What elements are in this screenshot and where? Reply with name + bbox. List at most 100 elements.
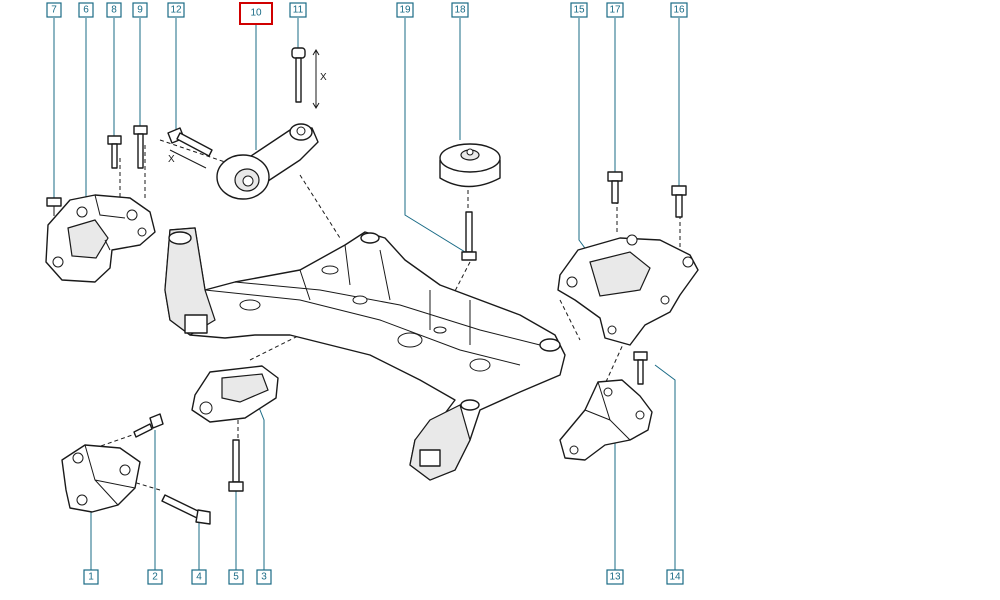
- dash-line: [299, 174, 341, 239]
- callout-6[interactable]: 6: [78, 2, 94, 18]
- callout-box: [606, 2, 624, 18]
- bolt-9: [133, 125, 148, 169]
- subframe-hole: [321, 265, 339, 275]
- bolt-shank: [611, 180, 619, 204]
- bracket-13-body: [559, 379, 653, 461]
- subframe-mount-pad: [419, 449, 441, 467]
- bolt-16: [671, 185, 687, 218]
- bracket-13-hole: [635, 410, 645, 420]
- bolt-head: [228, 481, 244, 492]
- engine-mount-bracket-6: [45, 194, 156, 283]
- subframe-hole: [469, 358, 491, 372]
- bolt-shank: [111, 143, 118, 169]
- bracket-1-hole: [72, 452, 84, 464]
- callout-8[interactable]: 8: [106, 2, 122, 18]
- callout-13[interactable]: 13: [606, 569, 624, 585]
- callout-9[interactable]: 9: [132, 2, 148, 18]
- callout-19[interactable]: 19: [396, 2, 414, 18]
- callout-14[interactable]: 14: [666, 569, 684, 585]
- bolt-14: [633, 351, 648, 385]
- dimension-line: [169, 149, 207, 169]
- callout-15[interactable]: 15: [570, 2, 588, 18]
- callout-number: 1: [88, 572, 94, 583]
- callout-box: [396, 2, 414, 18]
- callout-18[interactable]: 18: [451, 2, 469, 18]
- bracket-rubber: [67, 219, 109, 259]
- bolt-head: [195, 509, 211, 525]
- dimension-arrow: [312, 102, 320, 109]
- bolt-head: [291, 47, 306, 59]
- leader-lines: [53, 18, 680, 570]
- round-mount-18: [439, 143, 501, 188]
- bracket-1-hole: [76, 494, 88, 506]
- dimension-arrow: [312, 49, 320, 56]
- bolt-head: [671, 185, 687, 196]
- callout-10[interactable]: 10: [239, 2, 273, 25]
- gearbox-mount-hole: [682, 256, 694, 268]
- bolt-19: [461, 211, 477, 261]
- bracket-1-detail: [84, 444, 136, 506]
- bracket-hole: [76, 206, 88, 218]
- callout-4[interactable]: 4: [191, 569, 207, 585]
- callout-11[interactable]: 11: [289, 2, 307, 18]
- callout-number: 19: [399, 5, 411, 16]
- bolt-head: [46, 197, 62, 207]
- torque-rod-small-hole: [296, 126, 306, 136]
- callout-7[interactable]: 7: [46, 2, 62, 18]
- callout-box: [78, 2, 94, 18]
- callout-number: 16: [673, 5, 685, 16]
- subframe-bushing: [168, 231, 192, 245]
- dash-line: [159, 139, 226, 163]
- callout-box: [451, 2, 469, 18]
- bolt-head: [107, 135, 122, 145]
- bolt-shank: [133, 423, 153, 438]
- subframe-hole: [433, 326, 447, 334]
- callout-number: 13: [609, 572, 621, 583]
- leader-3: [257, 404, 265, 570]
- subframe-crossmember-line: [204, 289, 521, 366]
- callout-box: [606, 569, 624, 585]
- gearbox-mount-hole: [626, 234, 638, 246]
- torque-rod-bushing-hole: [242, 175, 254, 187]
- bolt-shank: [232, 439, 240, 483]
- callout-number: 6: [83, 5, 89, 16]
- callout-16[interactable]: 16: [670, 2, 688, 18]
- callout-number: 5: [233, 572, 239, 583]
- dash-line: [439, 261, 471, 321]
- bolt-shank: [637, 359, 644, 385]
- subframe-bushing: [360, 232, 380, 244]
- callout-box: [191, 569, 207, 585]
- dash-line: [559, 299, 581, 341]
- callout-5[interactable]: 5: [228, 569, 244, 585]
- callout-number: 3: [261, 572, 267, 583]
- callout-17[interactable]: 17: [606, 2, 624, 18]
- subframe-bushing: [460, 399, 480, 411]
- subframe-outline: [164, 227, 566, 481]
- round-mount-stud: [466, 148, 474, 156]
- bolt-head: [633, 351, 648, 361]
- callout-number: 18: [454, 5, 466, 16]
- bolt-shank: [465, 211, 473, 253]
- leader-14: [654, 364, 676, 570]
- callout-12[interactable]: 12: [167, 2, 185, 18]
- bolt-17: [607, 171, 623, 204]
- bracket-hole: [126, 209, 138, 221]
- callout-box: [167, 2, 185, 18]
- bracket-13-hole: [603, 387, 613, 397]
- bracket-hole: [137, 227, 147, 237]
- bracket-detail: [94, 194, 126, 251]
- callout-2[interactable]: 2: [147, 569, 163, 585]
- callout-number: 4: [196, 572, 202, 583]
- bolt-shank: [176, 132, 213, 157]
- subframe: [164, 227, 566, 481]
- callout-box: [670, 2, 688, 18]
- bolt-12: X: [167, 127, 213, 169]
- gearbox-mount-hole: [566, 276, 578, 288]
- callout-box: [570, 2, 588, 18]
- callout-3[interactable]: 3: [256, 569, 272, 585]
- bolt-5: [228, 439, 244, 492]
- callout-1[interactable]: 1: [83, 569, 99, 585]
- callout-number: 8: [111, 5, 117, 16]
- bolt-11: X: [291, 47, 327, 109]
- callout-number: 12: [170, 5, 182, 16]
